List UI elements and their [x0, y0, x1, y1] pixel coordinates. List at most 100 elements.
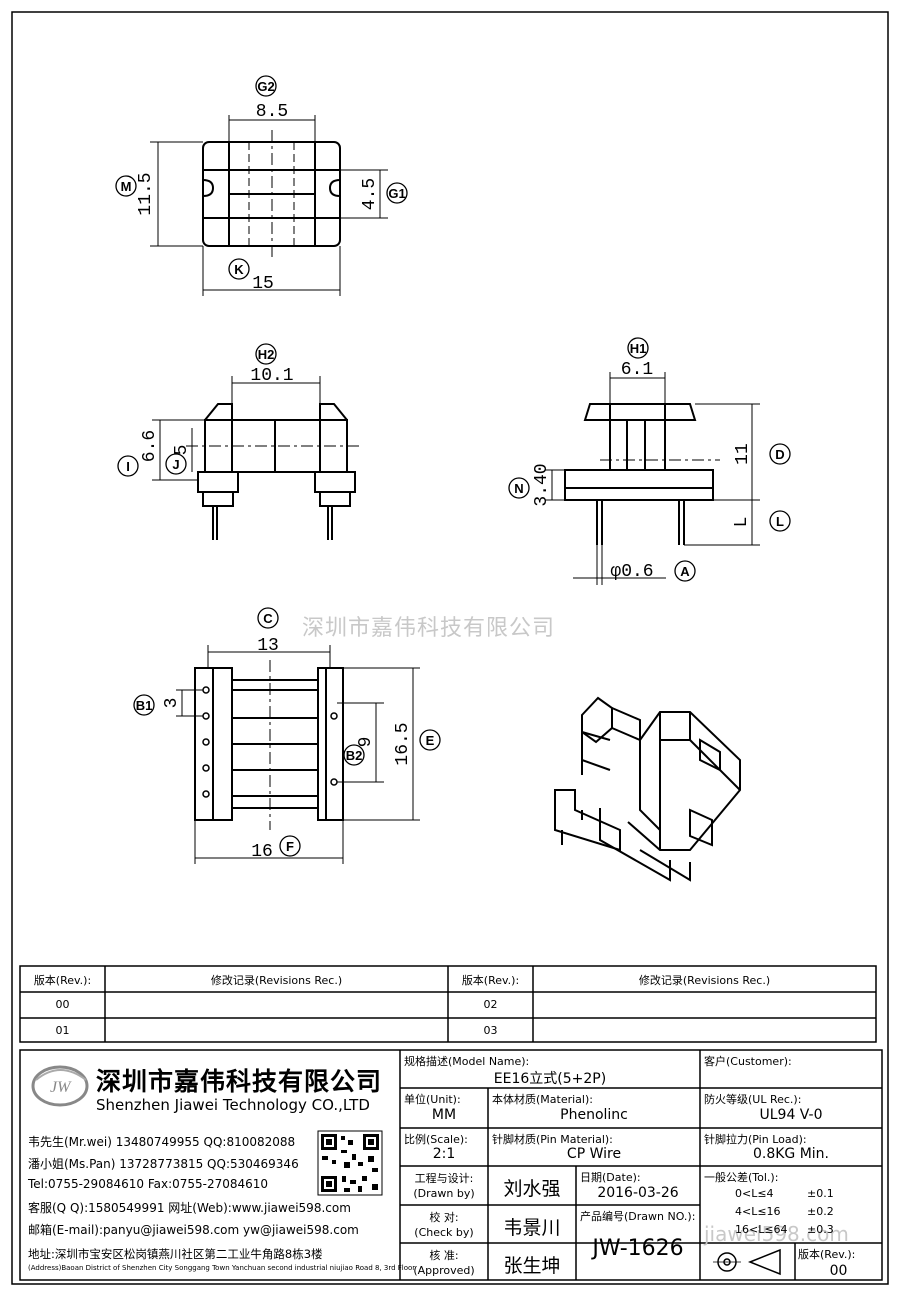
model-value: EE16立式(5+2P) [493, 1071, 607, 1087]
qr-code [317, 1130, 383, 1196]
tol-val-2: ±0.2 [807, 1205, 834, 1218]
bottom-view-pins [202, 686, 338, 798]
callout-e: E [419, 729, 441, 751]
rev-header-1: 版本(Rev.): [33, 974, 92, 987]
unit-value: MM [431, 1107, 457, 1123]
callout-g2: G2 [255, 75, 277, 97]
callout-label-b1: B1 [136, 698, 153, 713]
approved-label-en: (Approved) [413, 1264, 475, 1277]
callout-m: M [115, 175, 137, 197]
revision-table-grid [19, 965, 877, 1043]
svg-text:JW: JW [50, 1079, 72, 1096]
callout-f: F [279, 835, 301, 857]
callout-label-e: E [426, 733, 435, 748]
tol-val-3: ±0.3 [807, 1223, 834, 1236]
scale-label: 比例(Scale): [404, 1133, 468, 1146]
side-view-dims [545, 372, 760, 585]
front-view-dims [152, 376, 321, 481]
callout-label-k: K [234, 262, 244, 277]
callout-j: J [165, 453, 187, 475]
drawno-label: 产品编号(Drawn NO.): [580, 1210, 696, 1223]
rev-row-01: 01 [55, 1024, 70, 1037]
contact-line: 韦先生(Mr.wei) 13480749955 QQ:810082088 [28, 1135, 296, 1149]
dim-value-b1: 3 [162, 698, 182, 709]
callout-k: K [228, 258, 250, 280]
bottom-view [194, 660, 344, 830]
dim-value-n: 3.40 [532, 463, 552, 506]
pin-label: 针脚材质(Pin Material): [492, 1133, 613, 1146]
callout-label-f: F [286, 839, 294, 854]
check-label-en: (Check by) [414, 1226, 474, 1239]
dim-value-i: 6.6 [140, 430, 160, 462]
callout-b1: B1 [133, 694, 155, 716]
address-cn: 地址:深圳市宝安区松岗镇燕川社区第二工业牛角路8栋3楼 [28, 1247, 323, 1261]
callout-label-h2: H2 [258, 347, 275, 362]
watermark-url: jiawei598.com [704, 1222, 849, 1246]
dim-value-e: 16.5 [393, 722, 413, 765]
callout-label-b2: B2 [346, 748, 363, 763]
dim-value-c: 13 [257, 636, 279, 656]
callout-label-g2: G2 [257, 79, 274, 94]
date-value: 2016-03-26 [597, 1185, 679, 1201]
dim-value-g1: 4.5 [360, 178, 380, 210]
model-label: 规格描述(Model Name): [404, 1055, 530, 1068]
dim-value-l: L [732, 517, 752, 528]
ul-label: 防火等级(UL Rec.): [704, 1093, 802, 1106]
contact-line: 客服(Q Q):1580549991 网址(Web):www.jiawei598… [28, 1201, 351, 1215]
drawn-value: 刘水强 [503, 1178, 561, 1200]
date-label: 日期(Date): [580, 1171, 641, 1184]
callout-d: D [769, 443, 791, 465]
callout-n: N [508, 477, 530, 499]
tol-range-2: 4<L≤16 [735, 1205, 781, 1218]
callout-label-l: L [776, 514, 784, 529]
callout-label-i: I [126, 459, 130, 474]
rev-label: 版本(Rev.): [798, 1248, 856, 1261]
callout-label-m: M [121, 179, 132, 194]
callout-label-g1: G1 [388, 186, 405, 201]
callout-label-n: N [514, 481, 523, 496]
tol-range-1: 0<L≤4 [735, 1187, 774, 1200]
rev-header-2: 版本(Rev.): [461, 974, 520, 987]
callout-c: C [257, 607, 279, 629]
material-label: 本体材质(Material): [492, 1093, 593, 1106]
pin-value: CP Wire [566, 1146, 622, 1162]
dim-value-k: 15 [252, 274, 274, 294]
address-en: (Address)Baoan District of Shenzhen City… [28, 1264, 416, 1272]
callout-label-c: C [263, 611, 273, 626]
tol-val-1: ±0.1 [807, 1187, 834, 1200]
dim-value-f: 16 [251, 842, 273, 862]
drawno-value: JW-1626 [592, 1236, 684, 1261]
check-value: 韦景川 [503, 1217, 561, 1239]
contact-line: 邮箱(E-mail):panyu@jiawei598.com yw@jiawei… [28, 1223, 359, 1237]
contact-line: Tel:0755-29084610 Fax:0755-27084610 [28, 1177, 269, 1191]
company-logo: JW [31, 1065, 89, 1107]
callout-i: I [117, 455, 139, 477]
unit-label: 单位(Unit): [404, 1093, 461, 1106]
dim-value-d: 11 [733, 443, 753, 465]
tol-label: 一般公差(Tol.): [704, 1171, 779, 1184]
top-view-dims [150, 115, 388, 296]
rev-row-03: 03 [483, 1024, 498, 1037]
drawn-label-en: (Drawn by) [413, 1187, 475, 1200]
callout-label-h1: H1 [630, 341, 647, 356]
load-value: 0.8KG Min. [752, 1146, 830, 1162]
customer-label: 客户(Customer): [704, 1055, 792, 1068]
callout-g1: G1 [386, 182, 408, 204]
approved-value: 张生坤 [503, 1255, 561, 1277]
dim-value-m: 11.5 [136, 172, 156, 215]
dim-value-j: 5 [172, 445, 192, 456]
dim-value-h1: 6.1 [621, 360, 653, 380]
check-label: 校 对: [429, 1211, 459, 1224]
rev-value: 00 [829, 1263, 848, 1279]
projection-symbol [713, 1248, 781, 1276]
isometric-view [554, 696, 741, 882]
drawn-label: 工程与设计: [414, 1172, 474, 1185]
contact-line: 潘小姐(Ms.Pan) 13728773815 QQ:530469346 [28, 1157, 299, 1171]
dim-value-h2: 10.1 [250, 366, 293, 386]
company-name-en: Shenzhen Jiawei Technology CO.,LTD [96, 1096, 370, 1114]
bottom-view-dims [176, 645, 420, 864]
approved-label: 核 准: [429, 1249, 459, 1262]
rev-row-02: 02 [483, 998, 498, 1011]
top-view [202, 130, 341, 258]
